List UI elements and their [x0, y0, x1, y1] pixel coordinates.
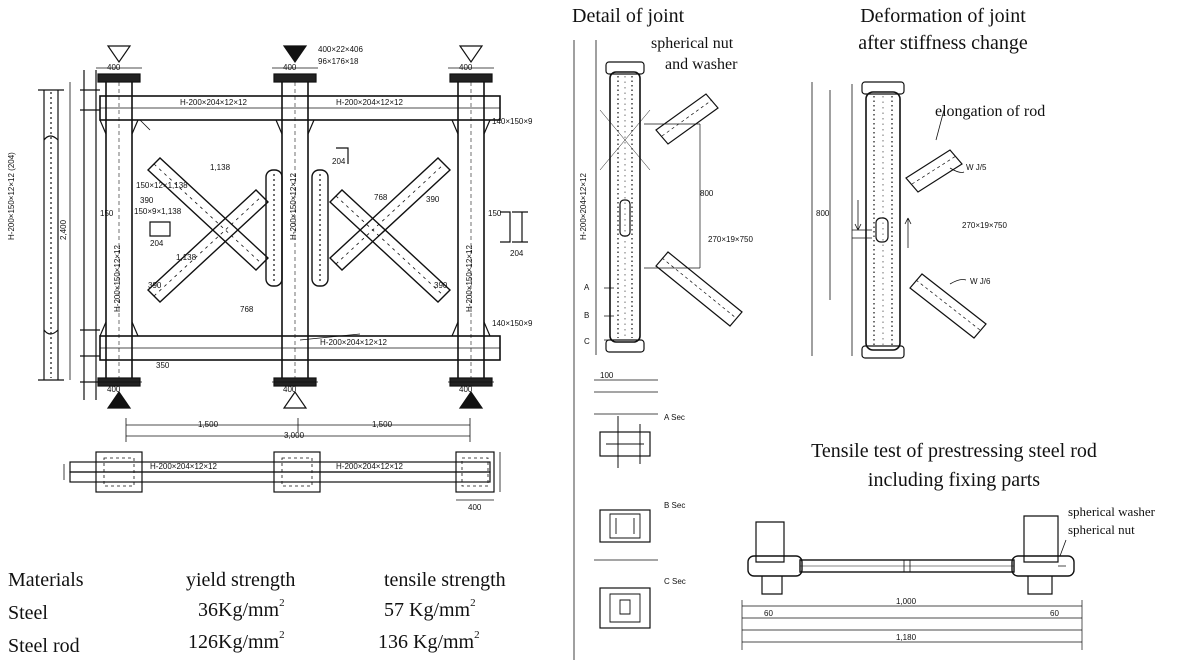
side-plate-top-label: 140×150×9	[492, 117, 533, 126]
materials-row-rod-yield: 126Kg/mm2	[188, 629, 285, 653]
dim-768-a: 768	[374, 193, 388, 202]
dim-390-a: 390	[140, 196, 154, 205]
joint-detail-title: Detail of joint	[572, 5, 685, 27]
mark-a: A	[584, 283, 590, 292]
brace-plate1-label: 150×12×1,138	[136, 181, 188, 190]
dim-60-right: 60	[1050, 609, 1059, 618]
joint-plate-label: 270×19×750	[708, 235, 753, 244]
plan-beam-label-left: H-200×204×12×12	[150, 462, 217, 471]
dim-400-plan: 400	[468, 503, 482, 512]
weld-mark-lower: W J/6	[970, 277, 991, 286]
mark-c: C	[584, 337, 590, 346]
dim-350: 350	[156, 361, 170, 370]
col-left-label: H-200×150×12×12	[113, 245, 122, 312]
materials-row-steel-yield: 36Kg/mm2	[198, 597, 285, 621]
section-b-label: B Sec	[664, 501, 686, 510]
elongation-label: elongation of rod	[935, 103, 1046, 120]
beam-top-label-right: H-200×204×12×12	[336, 98, 403, 107]
dim-204-center: 204	[332, 157, 346, 166]
beam-bottom-label: H-200×204×12×12	[320, 338, 387, 347]
dim-1138-b: 1,138	[176, 253, 197, 262]
materials-header-tensile: tensile strength	[384, 569, 506, 591]
materials-row-steel-tensile: 57 Kg/mm2	[384, 597, 476, 621]
dim-800-deform: 800	[816, 209, 830, 218]
dim-150-right: 150	[488, 209, 502, 218]
main-frame	[97, 73, 528, 387]
joint-column-label: H-200×204×12×12	[579, 173, 588, 240]
tensile-title-line1: Tensile test of prestressing steel rod	[811, 440, 1097, 462]
x-braces	[146, 157, 452, 303]
tensile-test-detail	[741, 515, 1083, 650]
dim-400-bl: 400	[107, 385, 121, 394]
span-total-label: 3,000	[284, 431, 305, 440]
tensile-title-line2: including fixing parts	[867, 469, 1041, 491]
plan-view	[63, 451, 501, 501]
dim-1000: 1,000	[896, 597, 917, 606]
materials-row-rod-tensile: 136 Kg/mm2	[378, 629, 480, 653]
materials-header-yield: yield strength	[186, 569, 296, 591]
plan-beam-label-right: H-200×204×12×12	[336, 462, 403, 471]
mark-b: B	[584, 311, 590, 320]
plate-top-label: 400×22×406	[318, 45, 363, 54]
dim-800-joint: 800	[700, 189, 714, 198]
plate-top2-label: 96×176×18	[318, 57, 359, 66]
support-symbols	[106, 45, 484, 409]
col-center-label: H-200×150×12×12	[289, 173, 298, 240]
materials-row-rod-name: Steel rod	[8, 635, 80, 657]
column-elevation	[38, 70, 100, 400]
dim-400-tr: 400	[459, 63, 473, 72]
dim-150-left: 150	[100, 209, 114, 218]
weld-mark-upper: W J/5	[966, 163, 987, 172]
dim-400-tl: 400	[107, 63, 121, 72]
section-c-label: C Sec	[664, 577, 686, 586]
dim-1180: 1,180	[896, 633, 917, 642]
dim-400-bc: 400	[283, 385, 297, 394]
spherical-washer-label: spherical washer	[1068, 504, 1155, 519]
brace-plate2-label: 150×9×1,138	[134, 207, 182, 216]
dim-390-b: 390	[148, 281, 162, 290]
dim-768-b: 768	[240, 305, 254, 314]
dim-390-c: 390	[426, 195, 440, 204]
deformation-title-line2: after stiffness change	[858, 32, 1028, 54]
dim-204-left: 204	[150, 239, 164, 248]
materials-header-name: Materials	[8, 569, 84, 591]
spherical-nut-washer-label-l1: spherical nut	[651, 35, 734, 52]
span-right-label: 1,500	[372, 420, 393, 429]
section-a-label: A Sec	[664, 413, 685, 422]
dim-1138-a: 1,138	[210, 163, 231, 172]
height-total-label: 2,400	[59, 219, 68, 240]
side-plate-bottom-label: 140×150×9	[492, 319, 533, 328]
span-left-label: 1,500	[198, 420, 219, 429]
dim-400-br: 400	[459, 385, 473, 394]
joint-detail	[573, 40, 743, 660]
spherical-nut-label: spherical nut	[1068, 522, 1135, 537]
dim-60-left: 60	[764, 609, 773, 618]
dim-204-right: 204	[510, 249, 524, 258]
deformation-detail	[811, 81, 987, 359]
col-right-label: H-200×150×12×12	[465, 245, 474, 312]
deformation-title-line1: Deformation of joint	[860, 5, 1026, 27]
deform-plate-label: 270×19×750	[962, 221, 1007, 230]
elevation-column-label: H-200×150×12×12 (204)	[7, 152, 16, 240]
spherical-nut-washer-label-l2: and washer	[665, 56, 738, 73]
dim-400-tc: 400	[283, 63, 297, 72]
frame-dimensions	[69, 67, 494, 442]
materials-row-steel-name: Steel	[8, 602, 48, 624]
dim-100-joint: 100	[600, 371, 614, 380]
dim-390-d: 390	[434, 281, 448, 290]
beam-top-label: H-200×204×12×12	[180, 98, 247, 107]
